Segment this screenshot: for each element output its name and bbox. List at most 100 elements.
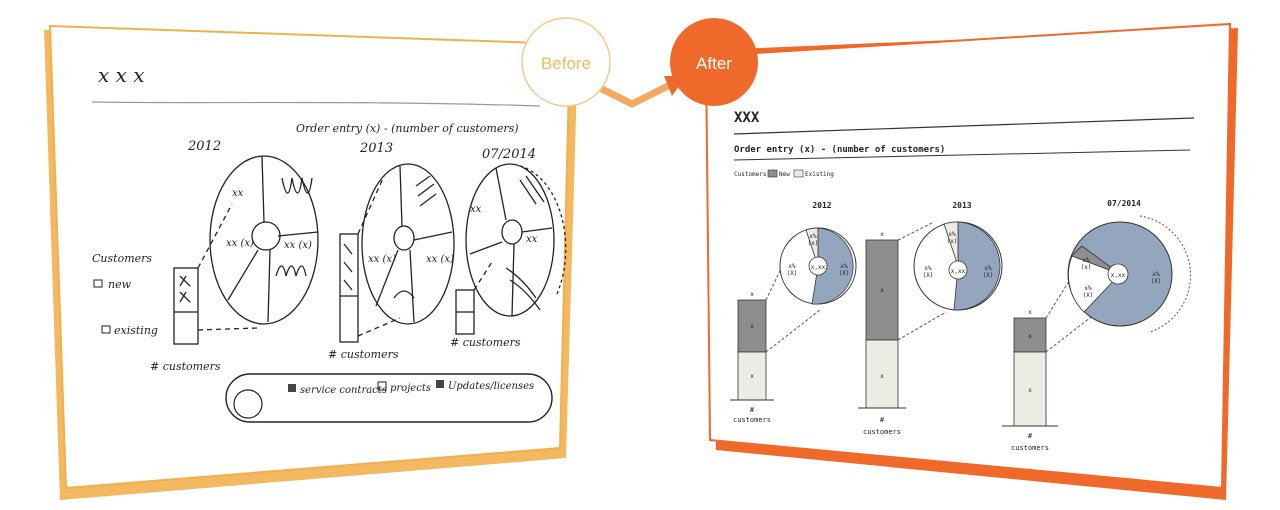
final-title-rule [733,117,1195,135]
sketch-subtitle: Order entry (x) - (number of customers) [296,122,519,135]
sketch-bar-2-hatching [343,243,353,291]
final-pie-1-center: x,xx [811,264,826,271]
final-bar-2-existing [865,339,899,409]
sketch-pie-2 [361,163,455,325]
before-badge-label: Before [541,54,591,73]
final-axis-label-3: customers [1011,444,1049,452]
sketch-pie-1-label-2: xx (x) [226,238,254,249]
sketch-pie-3-outer-arc [519,165,567,297]
transition-arrow [596,80,676,108]
sketch-chart-2013: xx (x) xx (x) [339,163,455,343]
final-pie-1-label-2: x%(X) [787,263,798,277]
sketch-pie-2-label-1: xx (x) [368,254,396,265]
sketch-legend-new: new [108,278,132,291]
final-title: XXX [734,110,760,126]
final-pie-3-label-1: x%(x) [1081,257,1092,271]
final-bar-3-new-label: x [1028,333,1032,340]
before-panel-paper [48,24,572,490]
sketch-connector-2a [357,175,385,235]
final-pie-3-new-slice [1071,245,1121,275]
sketch-bar-2 [339,233,359,343]
before-panel: x x x Order entry (x) - (number of custo… [44,24,578,500]
final-bar-1-new [737,299,767,353]
final-pie-1-new-slice [805,227,819,267]
sketch-footer-item-1: service contracts [300,385,387,396]
sketch-pie-1-spokes [227,155,319,323]
sketch-footer-bar: service contracts projects Updates/licen… [225,373,553,423]
final-axis-label-1: customers [733,416,771,424]
final-pie-2-center: x,xx [951,268,966,275]
final-bar-3-existing-label: x [1028,387,1032,394]
final-chart-2012: 2012 x x x # customers x,xx x%(x) x%(X) … [730,201,857,424]
final-pie-3-outer-arc [1139,215,1191,333]
final-pie-2-label-1: x%(x) [947,231,958,245]
after-panel: XXX Order entry (x) - (number of custome… [704,22,1238,500]
sketch-footer-swatch-2 [377,381,387,391]
sketch-footer-swatch-3 [436,380,444,388]
sketch-title: x x x [98,63,145,87]
final-bar-3-new [1013,317,1047,353]
final-chart-2013: 2013 x x x # customers x,xx x%(x) x%(X) … [858,201,1003,436]
after-badge: After [670,18,758,106]
sketch-axis-label-2: # customers [328,348,399,361]
final-legend-existing-swatch [793,169,804,178]
final-bar-2-new [865,239,899,341]
final-subtitle-rule [733,149,1191,161]
final-axis-label-2: customers [863,428,901,436]
sketch-legend-title: Customers [92,252,152,265]
sketch-footer-capsule [225,373,553,423]
sketch-year-3: 07/2014 [482,147,536,162]
sketch-pie-1-scribble [275,177,313,277]
sketch-bar-1-hatching [179,275,191,303]
sketch-year-1: 2012 [187,139,221,154]
final-bar-3-top: x [1028,309,1032,316]
final-bar-1-new-label: x [750,323,754,330]
final-bar-1-top: x [750,291,754,298]
final-bar-1-existing [737,351,767,401]
sketch-legend-existing-swatch [101,325,111,334]
sketch-legend-existing: existing [114,324,158,337]
final-pie-1-highlight-slice [811,227,854,305]
final-legend-existing: Existing [805,171,834,178]
final-bar-2-new-label: x [880,287,884,294]
final-pie-3-center: x,xx [1111,272,1126,279]
final-pie-3-label-3: x%(X) [1151,271,1162,285]
after-badge-circle [670,18,758,106]
sketch-chart-2012: xx xx (x) xx (x) [173,155,319,345]
sketch-year-2: 2013 [359,141,393,156]
final-pie-2-hub [948,260,968,280]
final-pie-1-hub [808,256,828,276]
final-axis-hash-3: # [1028,432,1033,440]
final-subtitle: Order entry (x) - (number of customers) [734,145,945,155]
sketch-pie-2-hub [393,225,415,251]
final-bar-2-top: x [880,231,884,238]
final-bar-1-existing-label: x [750,373,754,380]
sketch-bar-1 [173,267,199,345]
sketch-title-rule [91,101,541,107]
final-legend-title: Customers [734,171,767,178]
final-legend-new-swatch [767,169,778,178]
sketch-pie-1-label-1: xx [232,188,244,199]
sketch-pie-2-spokes [375,165,453,323]
sketch-pie-2-label-2: xx (x) [426,254,454,265]
final-connector-1b [765,309,821,353]
sketch-connector-1a [197,203,233,269]
final-pie-2-label-2: x%(X) [923,265,934,279]
final-year-3: 07/2014 [1107,199,1141,208]
final-bar-3-existing [1013,351,1047,427]
final-pie-2-new-slice [943,221,959,267]
final-connector-2b [897,311,947,341]
before-badge-circle [521,17,611,107]
final-pie-1-label-1: x%(x) [808,233,819,247]
final-pie-2-highlight-slice [953,221,1001,311]
before-badge: Before [521,17,611,107]
final-legend-new: New [779,171,790,178]
sketch-footer-swatch-1 [288,384,296,392]
sketch-connector-1b [197,327,259,331]
final-axis-hash-1: # [750,406,755,414]
sketch-pie-3-label-2: xx [526,234,538,245]
final-bar-2-existing-label: x [880,373,884,380]
sketch-footer-item-2: projects [390,383,431,394]
sketch-pie-1-label-3: xx (x) [284,240,312,251]
